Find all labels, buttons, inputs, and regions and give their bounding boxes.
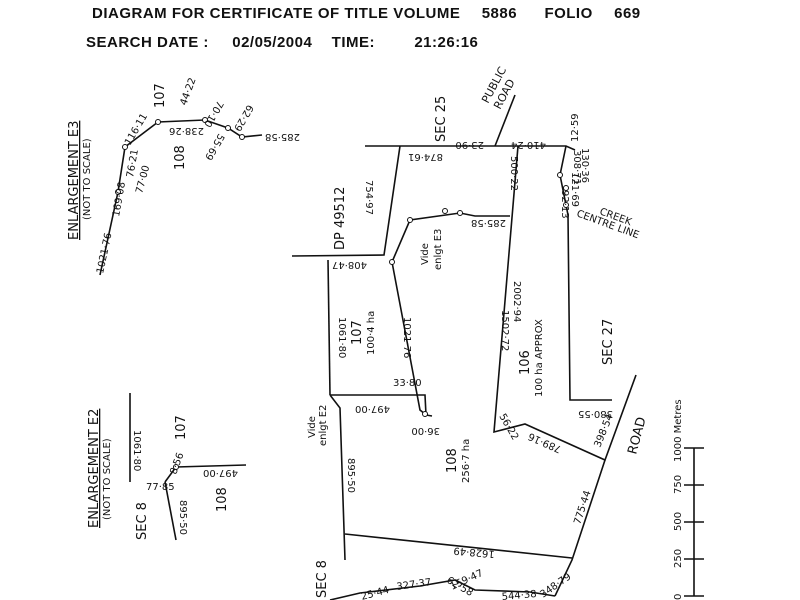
vide-e2-label-1: Vide bbox=[307, 416, 318, 438]
dim-544-38: 544·38 bbox=[501, 589, 537, 600]
lot108-area: 256·7 ha bbox=[461, 439, 472, 483]
sec25-label: SEC 25 bbox=[434, 96, 449, 142]
lot107-area: 100·4 ha bbox=[366, 311, 377, 355]
dim-25-44: 25·44 bbox=[360, 585, 391, 600]
dim-895-50: 895·50 bbox=[345, 458, 356, 493]
dim-380-55: 380·55 bbox=[578, 408, 613, 419]
diagram-title: DIAGRAM FOR CERTIFICATE OF TITLE VOLUME … bbox=[92, 5, 641, 22]
dim-285-58: 285·58 bbox=[471, 217, 506, 228]
dim-23-90: 23·90 bbox=[455, 139, 484, 150]
scale-bar: 0 250 500 750 1000 Metres bbox=[673, 399, 684, 600]
search-date-label: SEARCH DATE : bbox=[86, 34, 209, 51]
time-label: TIME: bbox=[331, 34, 375, 51]
e2-dim-1061-80: 1061·80 bbox=[131, 430, 142, 471]
title-label: DIAGRAM FOR CERTIFICATE OF TITLE VOLUME bbox=[92, 5, 461, 22]
e2-dim-8-56: 8·56 bbox=[168, 451, 186, 476]
dim-1502-72: 1502·72 bbox=[499, 310, 510, 351]
e2-title: ENLARGEMENT E2 bbox=[87, 409, 102, 528]
e2-dim-895-50: 895·50 bbox=[177, 500, 188, 535]
dim-121-69: 121·69 bbox=[569, 172, 580, 207]
vide-e3-label-1: Vide bbox=[420, 243, 431, 265]
vide-e3-label-2: enlgt E3 bbox=[433, 229, 444, 270]
folio-number: 669 bbox=[614, 5, 641, 22]
lot106-area: 100 ha APPROX bbox=[534, 319, 545, 397]
lot107-label: 107 bbox=[350, 320, 365, 345]
scale-label-0: 0 bbox=[673, 594, 684, 600]
dim-500-22: 500·22 bbox=[508, 156, 519, 191]
e3-dim-169-08: 169·08 bbox=[111, 181, 128, 217]
e3-dim-76-21: 76·21 bbox=[125, 148, 141, 178]
dim-308-71: 308·71 bbox=[571, 150, 582, 185]
dim-775-44: 775·44 bbox=[572, 489, 593, 526]
dim-92-13: 92·13 bbox=[559, 190, 570, 219]
e2-dim-497-00: 497·00 bbox=[203, 467, 238, 478]
e3-dim-70-10: 70·10 bbox=[201, 99, 225, 129]
scale-label-750: 750 bbox=[673, 475, 684, 494]
dim-327-37: 327·37 bbox=[396, 577, 432, 593]
dim-12-59: 12·59 bbox=[570, 113, 581, 142]
road-label: ROAD bbox=[625, 415, 649, 456]
search-info: SEARCH DATE : 02/05/2004 TIME: 21:26:16 bbox=[86, 34, 478, 51]
e2-lot-top: 107 bbox=[174, 415, 189, 440]
survey-points bbox=[115, 117, 569, 470]
enlargement-e3: ENLARGEMENT E3 (NOT TO SCALE) 107 108 10… bbox=[67, 76, 300, 274]
dim-33-80: 33·80 bbox=[393, 378, 422, 389]
dim-56-22: 56·22 bbox=[496, 412, 520, 442]
dim-408-47: 408·47 bbox=[332, 259, 367, 270]
e3-lot-bottom: 108 bbox=[173, 145, 188, 170]
dim-754-97: 754·97 bbox=[363, 180, 374, 215]
dim-1628-49: 1628·49 bbox=[453, 544, 495, 559]
creek-line bbox=[559, 145, 612, 401]
e3-dim-238-26: 238·26 bbox=[169, 125, 204, 136]
e2-dim-77-85: 77·85 bbox=[146, 482, 175, 493]
dim-1061-80: 1061·80 bbox=[336, 317, 347, 358]
dim-1021-76: 1021·76 bbox=[401, 317, 412, 358]
lot107-south-line bbox=[330, 394, 433, 417]
dim-497-00: 497·00 bbox=[355, 403, 390, 414]
lot106-boundary-line bbox=[493, 145, 637, 462]
e3-dim-55-69: 55·69 bbox=[202, 132, 226, 162]
e3-dim-62-29: 62·29 bbox=[231, 103, 255, 133]
lot108-label: 108 bbox=[445, 448, 460, 473]
e3-dim-1021-76: 1021·76 bbox=[95, 232, 114, 275]
top-boundary-line bbox=[365, 145, 576, 151]
e3-title: ENLARGEMENT E3 bbox=[67, 121, 82, 240]
e2-lot-bottom: 108 bbox=[215, 487, 230, 512]
enlargement-e2: ENLARGEMENT E2 (NOT TO SCALE) 107 108 SE… bbox=[87, 409, 238, 540]
scale-label-1000: 1000 Metres bbox=[673, 399, 684, 462]
dim-36-00: 36·00 bbox=[411, 425, 440, 436]
dim-2002-94: 2002·94 bbox=[511, 281, 522, 322]
e2-sec-label: SEC 8 bbox=[135, 502, 150, 540]
e2-note: (NOT TO SCALE) bbox=[102, 438, 113, 520]
e3-dim-116-11: 116·11 bbox=[123, 112, 150, 148]
e2-lower-line bbox=[164, 481, 177, 541]
dim-410-24: 410·24 bbox=[511, 139, 546, 150]
dim-130-36: 130·36 bbox=[579, 148, 590, 183]
scale-label-250: 250 bbox=[673, 549, 684, 568]
lot106-label: 106 bbox=[518, 350, 533, 375]
folio-label: FOLIO bbox=[544, 5, 593, 22]
e3-dim-285-58: 285·58 bbox=[265, 131, 300, 142]
vide-e2-label-2: enlgt E2 bbox=[318, 405, 329, 446]
e3-dim-44-22: 44·22 bbox=[178, 76, 198, 107]
lot108-south-line bbox=[344, 533, 573, 559]
lot108-west-line bbox=[329, 394, 346, 561]
public-road-line bbox=[494, 94, 516, 147]
volume-number: 5886 bbox=[481, 5, 518, 22]
sec27-label: SEC 27 bbox=[601, 319, 616, 365]
e3-lot-top: 107 bbox=[153, 83, 168, 108]
scale-label-500: 500 bbox=[673, 512, 684, 531]
sec8-label: SEC 8 bbox=[315, 560, 330, 598]
road-boundary-line bbox=[554, 459, 606, 597]
bottom-boundary-line bbox=[329, 579, 556, 600]
e3-note: (NOT TO SCALE) bbox=[82, 138, 93, 220]
lot107-west-line bbox=[327, 259, 331, 396]
dp-boundary-line bbox=[291, 145, 401, 257]
dp-label: DP 49512 bbox=[333, 187, 348, 250]
search-date: 02/05/2004 bbox=[232, 34, 313, 51]
search-time: 21:26:16 bbox=[414, 34, 479, 51]
dim-874-61: 874·61 bbox=[408, 151, 443, 162]
